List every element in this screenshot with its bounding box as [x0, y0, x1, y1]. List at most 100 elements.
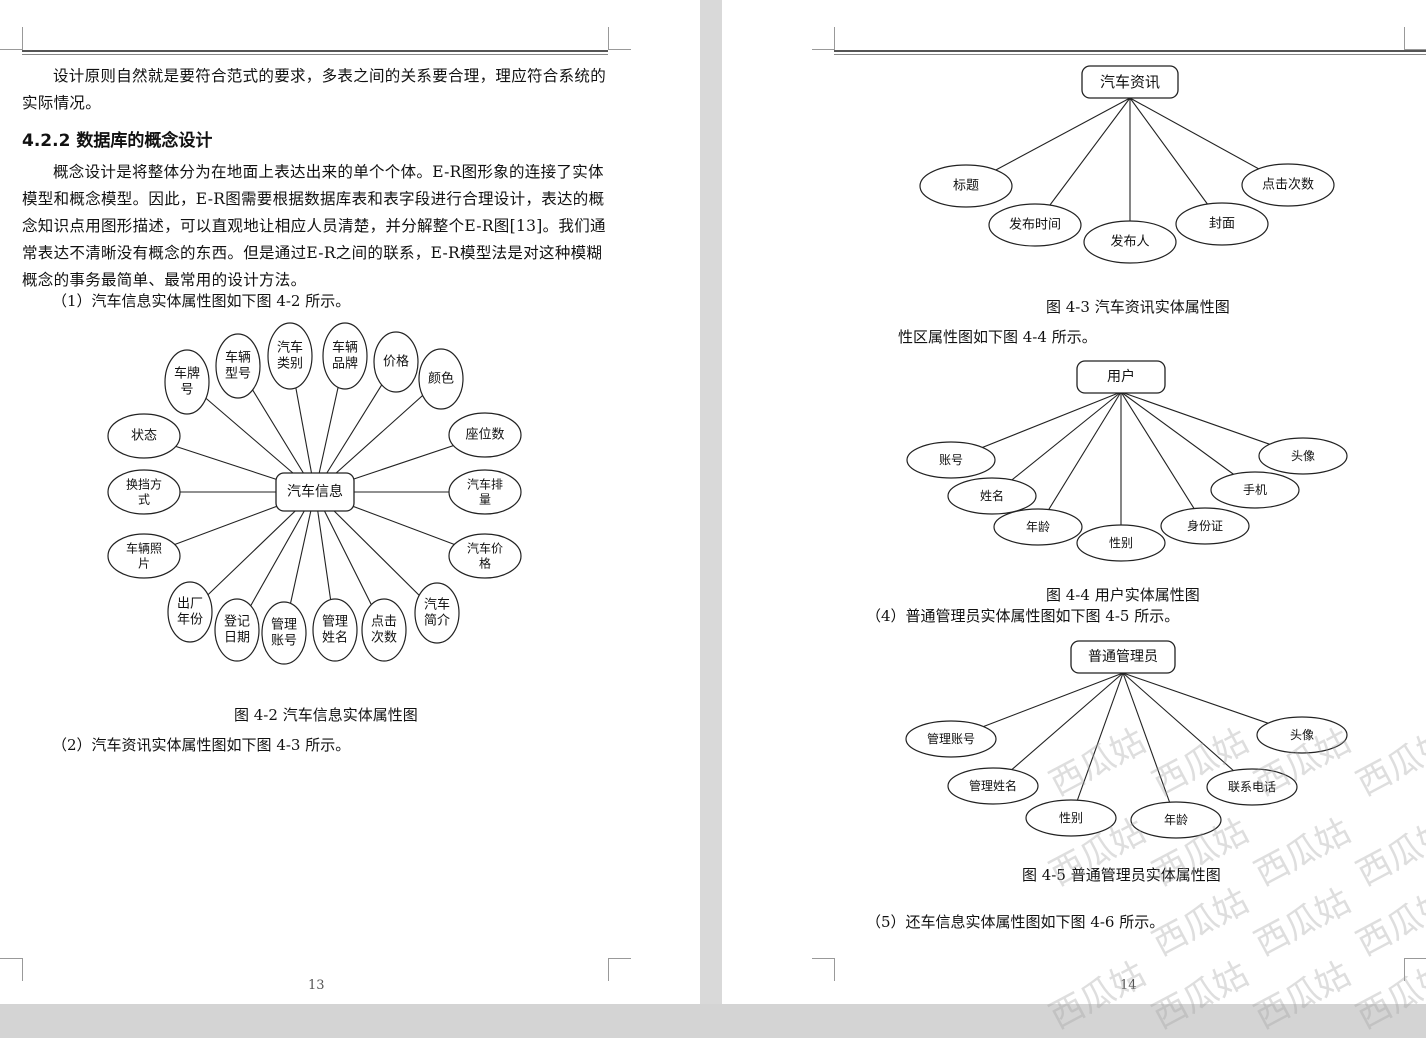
relation-line: [1034, 97, 1131, 226]
attribute-label: 性别: [1059, 811, 1083, 825]
attribute-label: 汽车: [277, 339, 303, 355]
attribute-label: 管理姓名: [969, 778, 1017, 793]
attribute-ellipse: [947, 477, 1037, 515]
entity-label: 汽车资讯: [1100, 73, 1160, 91]
entity-box: [1076, 360, 1166, 394]
attribute-node: 头像: [1256, 716, 1348, 754]
attribute-label: 日期: [224, 631, 250, 646]
attribute-label: 点击次数: [1262, 177, 1314, 193]
header-rule: [22, 50, 608, 52]
er-diagram-car-info: 状态车牌号车辆型号汽车类别车辆品牌价格颜色座位数汽车排量汽车价格汽车简介点击次数…: [107, 322, 522, 665]
attribute-node: 封面: [1175, 202, 1269, 246]
attribute-label: 年龄: [1026, 520, 1050, 534]
attribute-label: 点击: [371, 614, 397, 629]
attribute-ellipse: [988, 203, 1082, 247]
attribute-label: 联系电话: [1228, 780, 1276, 794]
margin-mark: [1404, 958, 1426, 981]
relation-line: [1122, 672, 1253, 788]
attribute-node: 年龄: [1130, 801, 1222, 839]
attribute-label: 式: [138, 493, 150, 507]
page-number: 13: [308, 978, 325, 993]
attribute-ellipse: [361, 598, 407, 662]
attribute-ellipse: [448, 533, 522, 579]
attribute-label: 价格: [383, 354, 409, 370]
attribute-label: 次数: [371, 630, 397, 646]
attribute-ellipse: [1076, 524, 1166, 562]
attribute-label: 发布时间: [1009, 217, 1061, 233]
attribute-node: 联系电话: [1206, 768, 1298, 806]
attribute-label: 汽车排: [467, 477, 503, 492]
attribute-ellipse: [1206, 768, 1298, 806]
attribute-ellipse: [373, 331, 419, 393]
relation-line: [1120, 391, 1206, 527]
attribute-node: 点击次数: [361, 598, 407, 662]
attribute-label: 颜色: [428, 371, 454, 387]
attribute-label: 账号: [939, 453, 963, 467]
attribute-label: 座位数: [465, 428, 504, 443]
attribute-ellipse: [418, 348, 464, 410]
margin-mark: [0, 958, 23, 981]
relation-line: [189, 491, 316, 613]
attribute-node: 管理账号: [905, 720, 997, 758]
relation-line: [991, 391, 1122, 497]
attribute-label: 账号: [271, 634, 297, 649]
attribute-ellipse: [107, 533, 181, 579]
attribute-label: 车辆: [332, 339, 358, 355]
figure-intro-4-3: （2）汽车资讯实体属性图如下图 4-3 所示。: [52, 736, 351, 754]
attribute-ellipse: [215, 333, 261, 399]
entity-label: 普通管理员: [1088, 649, 1158, 665]
er-diagrams-right: 标题发布时间发布人封面点击次数汽车资讯账号姓名年龄性别身份证手机头像用户管理账号…: [905, 65, 1348, 839]
attribute-ellipse: [214, 598, 260, 662]
figure-intro-4-4: 性区属性图如下图 4-4 所示。: [898, 328, 1097, 346]
attribute-ellipse: [1256, 716, 1348, 754]
attribute-label: 号: [180, 383, 193, 398]
attribute-label: 管理账号: [927, 731, 975, 746]
attribute-label: 车辆: [225, 349, 251, 365]
document-page-13: 设计原则自然就是要符合范式的要求，多表之间的关系要合理，理应符合系统的实际情况。…: [0, 0, 700, 1004]
attribute-node: 性别: [1025, 799, 1117, 837]
margin-mark: [608, 958, 631, 981]
attribute-ellipse: [1130, 801, 1222, 839]
attribute-node: 点击次数: [1241, 163, 1335, 207]
relation-line: [1037, 391, 1122, 528]
attribute-node: 管理姓名: [312, 598, 358, 662]
attribute-ellipse: [1258, 437, 1348, 475]
attribute-ellipse: [1083, 220, 1177, 264]
attribute-label: 封面: [1209, 217, 1235, 232]
margin-mark: [812, 958, 835, 981]
attribute-label: 姓名: [322, 630, 348, 646]
attribute-ellipse: [1160, 507, 1250, 545]
attribute-ellipse: [267, 322, 313, 390]
attribute-label: 车牌: [174, 365, 200, 381]
attribute-ellipse: [1210, 471, 1300, 509]
attribute-ellipse: [322, 322, 368, 390]
attribute-ellipse: [448, 412, 522, 458]
figure-caption-4-2: 图 4-2 汽车信息实体属性图: [234, 706, 418, 724]
attribute-label: 管理: [322, 614, 348, 629]
attribute-node: 性别: [1076, 524, 1166, 562]
attribute-ellipse: [1241, 163, 1335, 207]
attribute-label: 车辆照: [126, 541, 162, 556]
figure-caption-4-5: 图 4-5 普通管理员实体属性图: [1022, 866, 1221, 884]
attribute-label: 性别: [1109, 536, 1133, 550]
figure-intro-4-5: （4）普通管理员实体属性图如下图 4-5 所示。: [866, 607, 1180, 625]
figure-intro-4-2: （1）汽车信息实体属性图如下图 4-2 所示。: [52, 292, 351, 310]
paragraph-concept-design: 概念设计是将整体分为在地面上表达出来的单个个体。E-R图形象的连接了实体模型和概…: [22, 163, 606, 289]
attribute-label: 汽车价: [467, 541, 503, 556]
header-rule-thin: [834, 54, 1426, 55]
attribute-label: 量: [479, 493, 491, 507]
figure-caption-4-4: 图 4-4 用户实体属性图: [1046, 586, 1200, 604]
entity-box: [1070, 640, 1176, 674]
margin-mark: [0, 27, 23, 50]
attribute-ellipse: [947, 767, 1039, 805]
header-rule: [834, 50, 1426, 52]
attribute-label: 管理: [271, 617, 297, 632]
relation-line: [1122, 672, 1177, 821]
